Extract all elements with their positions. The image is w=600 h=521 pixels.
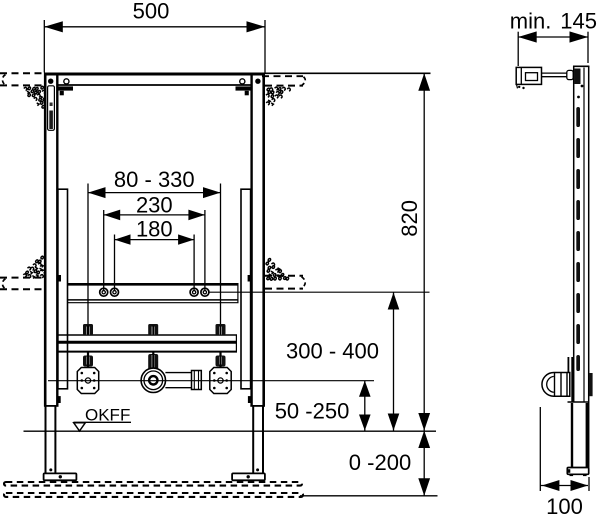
svg-text:min.: min. xyxy=(510,9,552,34)
svg-text:50 -250: 50 -250 xyxy=(275,399,350,424)
svg-text:100: 100 xyxy=(546,494,583,519)
svg-text:145: 145 xyxy=(560,9,597,34)
svg-text:820: 820 xyxy=(397,200,422,237)
svg-text:80 - 330: 80 - 330 xyxy=(114,167,195,192)
svg-text:180: 180 xyxy=(136,217,173,242)
svg-text:0 -200: 0 -200 xyxy=(349,450,411,475)
svg-text:500: 500 xyxy=(133,0,170,24)
svg-text:OKFF: OKFF xyxy=(85,405,130,424)
svg-text:230: 230 xyxy=(136,193,173,218)
svg-text:300 - 400: 300 - 400 xyxy=(286,339,379,364)
